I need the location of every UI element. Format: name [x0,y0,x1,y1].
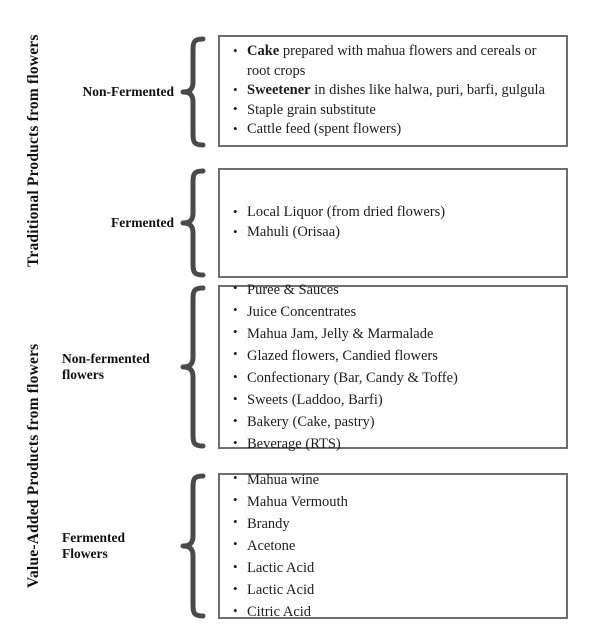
list-item: Puree & Sauces [232,278,556,301]
list-fermented-traditional: Local Liquor (from dried flowers) Mahuli… [232,203,556,242]
branch-label-non-fermented: Non-Fermented [82,83,174,99]
list-item: Mahua wine [232,468,556,491]
box-fermented-flowers: Mahua wine Mahua Vermouth Brandy Acetone… [218,468,568,620]
list-item: Lactic Acid [232,579,556,601]
item-text: Juice Concentrates [247,303,357,320]
curly-brace-icon-3 [180,285,206,449]
list-item: Citric Acid [232,601,556,623]
item-text: Sweets (Laddoo, Barfi) [247,392,383,409]
item-text: Mahua Jam, Jelly & Marmalade [247,325,434,342]
item-text: Lactic Acid [247,582,315,599]
list-item: Glazed flowers, Candied flowers [232,344,556,367]
item-text: Local Liquor (from dried flowers) [247,204,446,221]
curly-brace-icon-4 [180,473,206,619]
list-item: Juice Concentrates [232,300,556,323]
item-text: Staple grain substitute [247,101,376,118]
spine-label-value-added-products: Value-Added Products from flowers [25,343,42,589]
branch-label-line1: Fermented Flowers [62,529,125,561]
item-text: Mahua wine [247,471,320,488]
list-item: Bakery (Cake, pastry) [232,411,556,433]
list-item: Confectionary (Bar, Candy & Toffe) [232,366,556,389]
spine-label-traditional-products: Traditional Products from flowers [25,34,42,268]
branch-non-fermented-traditional: Non-Fermented [62,36,206,148]
list-item: Mahuli (Orisaa) [232,223,556,243]
branch-label-non-fermented-flowers: Non-fermented flowers [62,350,150,382]
item-text: Brandy [247,515,290,532]
list-non-fermented-flowers: Puree & Sauces Juice Concentrates Mahua … [232,278,556,455]
list-item: Staple grain substitute [232,100,556,121]
branch-label-fermented-flowers: Fermented Flowers [62,530,180,563]
item-text: Cattle feed (spent flowers) [247,121,402,138]
item-text: Acetone [247,537,296,554]
branch-non-fermented-flowers: Non-fermented flowers [62,285,206,449]
list-item: Sweets (Laddoo, Barfi) [232,389,556,411]
item-text: Lactic Acid [247,560,315,577]
item-text: Puree & Sauces [247,281,339,298]
item-text: Mahuli (Orisaa) [247,224,341,240]
item-text: prepared with mahua flowers and cereals … [247,43,537,79]
item-text: Confectionary (Bar, Candy & Toffe) [247,370,458,386]
list-item: Local Liquor (from dried flowers) [232,203,556,223]
list-item: Mahua Jam, Jelly & Marmalade [232,322,556,345]
box-non-fermented-flowers: Puree & Sauces Juice Concentrates Mahua … [218,278,568,452]
branch-fermented-flowers: Fermented Flowers [62,473,206,619]
curly-brace-icon-2 [180,168,206,278]
list-fermented-flowers: Mahua wine Mahua Vermouth Brandy Acetone… [232,468,556,623]
list-item: Acetone [232,534,556,557]
list-item: Mahua Vermouth [232,490,556,513]
item-text: in dishes like halwa, puri, barfi, gulgu… [310,82,545,99]
list-item: Brandy [232,512,556,535]
curly-brace-icon-1 [180,36,206,148]
list-item: Beverage (RTS) [232,433,556,455]
item-text: Mahua Vermouth [247,493,348,510]
list-item: Cattle feed (spent flowers) [232,120,556,140]
box-non-fermented-traditional: Cake prepared with mahua flowers and cer… [218,35,568,147]
branch-fermented-traditional: Fermented [62,168,206,278]
item-text: Citric Acid [247,604,312,621]
item-emphasis: Sweetener [247,82,311,99]
box-fermented-traditional: Local Liquor (from dried flowers) Mahuli… [218,168,568,278]
list-item: Cake prepared with mahua flowers and cer… [232,42,556,81]
item-text: Bakery (Cake, pastry) [247,414,375,431]
list-non-fermented-traditional: Cake prepared with mahua flowers and cer… [232,42,556,140]
item-text: Glazed flowers, Candied flowers [247,347,438,364]
item-text: Beverage (RTS) [247,436,341,453]
list-item: Lactic Acid [232,557,556,579]
branch-label-fermented: Fermented [111,214,174,230]
list-item: Sweetener in dishes like halwa, puri, ba… [232,81,556,101]
item-emphasis: Cake [247,43,280,60]
